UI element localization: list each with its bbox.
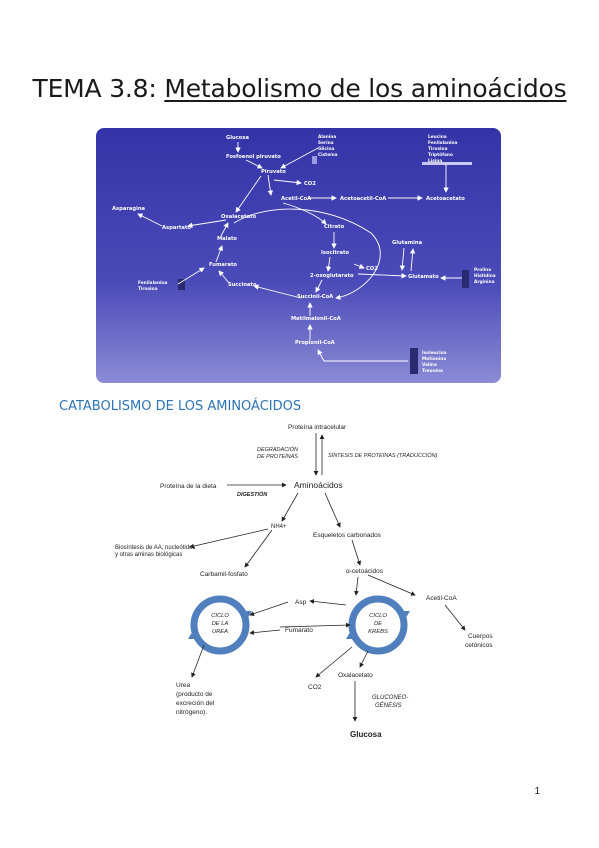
aa-metionina: Metionina [422,356,446,362]
node-piruvato: Piruvato [261,169,286,175]
aa-arginina: Arginina [474,279,495,285]
legend-bars [178,156,472,374]
fumarato: Fumarato [285,627,313,634]
gluconeo-1: GLUCONEO- [372,695,408,701]
node-2-oxoglutarato: 2-oxoglutarato [310,273,354,279]
aa-serina: Serina [318,140,334,146]
oxalacetato: Oxalacetato [338,672,373,679]
node-succinilcoa: Succinil-CoA [297,294,333,300]
section-heading: CATABOLISMO DE LOS AMINOÁCIDOS [59,399,302,414]
biosintesis-2: y otras aminas biológicas [115,552,182,558]
aa-alanina: Alanina [318,134,336,140]
node-citrato: Citrato [324,224,345,230]
aa-tirosina-2: Tirosina [138,286,158,292]
node-co2-mid: CO2 [366,266,378,272]
title-main: Metabolismo de los aminoácidos [164,74,567,103]
node-fumarato: Fumarato [209,262,237,268]
node-pep: Fosfoenol piruvato [226,154,281,160]
node-aspartato: Aspartato [162,225,191,231]
node-isocitrato: Isocitrato [321,250,349,256]
aa-fenilalanina: Fenilalanina [428,140,458,146]
node-metilmalonilcoa: Metilmalonil-CoA [291,316,341,322]
node-glutamato: Glutamato [408,274,439,280]
aa-isoleucina: Isoleucina [422,350,447,356]
cetoacidos: α-cetoácidos [346,568,384,575]
page-number: 1 [534,786,540,797]
aa-histidina: Histidina [474,273,496,279]
co2: CO2 [308,684,322,691]
node-oxalacetato: Oxalacetato [221,214,257,220]
gluconeo-2: GÉNESIS [375,702,402,709]
node-glutamina: Glutamina [392,240,423,246]
degradacion-1: DEGRADACIÓN [257,446,298,453]
aa-valina: Valina [422,362,437,368]
nh4: NH4+ [271,524,287,530]
aa-fenilalanina-2: Fenilalanina [138,280,168,286]
aa-lisina: Lisina [428,158,442,164]
acetil-coa: Acetil-CoA [426,595,457,602]
krebs-cycle-2: DE [374,621,382,627]
cycle-rings [190,595,408,655]
cuerpos-1: Cuerpos [468,633,493,640]
urea-cycle-2: DE LA [212,621,229,627]
digestion: DIGESTIÓN [237,491,268,498]
urea-4: nitrógeno). [176,709,207,716]
title-prefix: TEMA 3.8: [32,74,165,103]
node-acetoacetilcoa: Acetoacetil-CoA [340,196,386,202]
page-title: TEMA 3.8: Metabolismo de los aminoácidos [0,74,599,103]
proteina-dieta: Proteína de la dieta [160,483,217,490]
cuerpos-2: cetónicos [465,642,493,649]
aa-leucina: Leucina [428,134,447,140]
aa-triptofano: Triptófano [428,151,453,158]
biosintesis-1: Biosíntesis de AA, nucleótidos [115,545,195,551]
node-asparagina: Asparagina [112,206,146,212]
map-background [96,128,501,383]
aa-tirosina: Tirosina [428,146,448,152]
aa-cisteina: Cisteína [318,151,338,158]
urea-1: Urea [176,682,190,689]
node-malato: Malato [217,236,237,242]
sintesis-proteinas: SÍNTESIS DE PROTEÍNAS (TRADUCCIÓN) [328,452,438,459]
glucosa: Glucosa [350,730,382,739]
aa-glicina: Glicina [318,146,335,152]
proteina-intracelular: Proteína intracelular [288,424,347,431]
carbamil-fosfato: Carbamil-fosfato [200,571,248,578]
esqueletos-carbonados: Esqueletos carbonados [313,532,382,539]
node-glucosa: Glucosa [226,135,249,141]
node-acetilcoa: Acetil-CoA [281,196,311,202]
node-succinato: Succinato [228,282,257,288]
urea-cycle-3: UREA [212,629,228,635]
node-propionilcoa: Propionil-CoA [295,340,335,346]
node-acetoacetato: Acetoacetato [426,196,465,202]
krebs-cycle-3: KREBS [368,629,388,635]
metabolic-map-figure: Glucosa Fosfoenol piruvato Piruvato CO2 … [96,128,501,383]
aa-prolina: Prolina [474,267,491,273]
urea-2: (producto de [176,691,213,698]
urea-3: excreción del [176,700,215,707]
catabolism-diagram: Proteína intracelular DEGRADACIÓN DE PRO… [115,424,493,739]
urea-cycle-1: CICLO [211,613,229,619]
krebs-cycle-1: CICLO [369,613,387,619]
node-co2-top: CO2 [304,181,316,187]
asp: Asp [295,599,307,606]
degradacion-2: DE PROTEÍNAS [257,453,298,460]
aminoacidos: Aminoácidos [294,480,343,490]
aa-treonina: Treonina [422,368,443,374]
